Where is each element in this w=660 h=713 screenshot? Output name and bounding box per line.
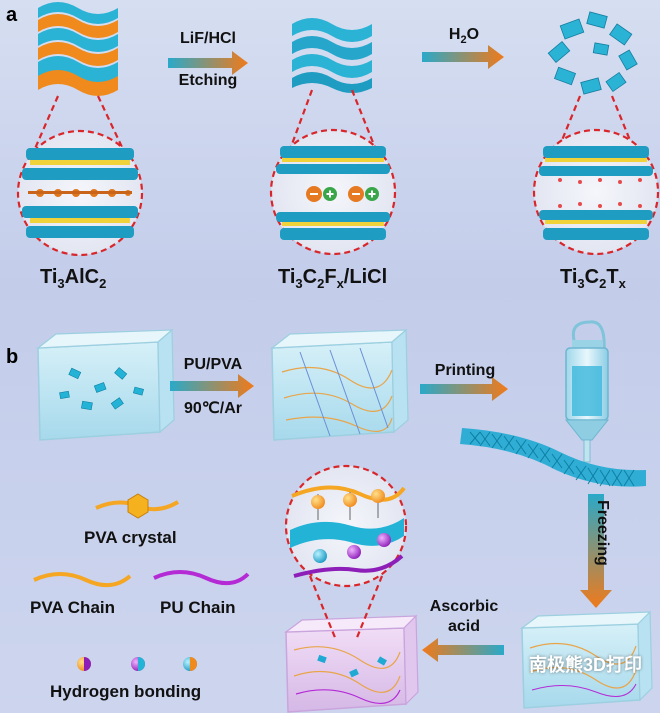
ti3c2tx-flakes xyxy=(547,11,638,95)
legend-pva-chain: PVA Chain xyxy=(30,598,116,617)
etching-process-label: Etching xyxy=(178,72,238,89)
zoom-connectors-b xyxy=(308,575,384,641)
ti3alc2-label: Ti3AlC2 xyxy=(40,266,107,291)
syringe xyxy=(564,320,610,463)
ti3c2fx-licl-label: Ti3C2Fx/LiCl xyxy=(278,266,388,291)
printed-lattice xyxy=(460,428,646,487)
gel-block-frozen xyxy=(520,610,653,709)
gel-block-final xyxy=(284,614,419,713)
freezing-arrow xyxy=(580,494,612,608)
legend-pva-crystal: PVA crystal xyxy=(84,528,177,547)
legend-pu-chain: PU Chain xyxy=(160,598,236,617)
pu-chain-glyph xyxy=(153,570,250,586)
ti3c2tx-label: Ti3C2Tx xyxy=(560,266,626,291)
ti3c2fx-stack xyxy=(292,18,372,93)
zoom-circle-network xyxy=(284,464,408,588)
hydrogen-bond-glyphs xyxy=(77,657,197,671)
printing-label: Printing xyxy=(434,362,496,379)
ti3alc2-stack xyxy=(38,2,118,96)
etching-arrow xyxy=(168,51,248,75)
zoom-circle-ti3alc2 xyxy=(16,129,144,257)
etching-reagent-label: LiF/HCl xyxy=(180,30,236,47)
ion-pair-right xyxy=(348,186,379,202)
panel-label-a: a xyxy=(6,4,18,26)
pupva-arrow xyxy=(170,374,254,398)
pva-chain-glyph xyxy=(33,572,132,588)
ascorbic-label-line1: Ascorbic xyxy=(429,598,499,615)
watermark-text: 南极熊3D打印 xyxy=(528,655,642,675)
water-label: H2O xyxy=(448,26,480,47)
temperature-atmosphere-label: 90℃/Ar xyxy=(184,400,242,417)
freezing-label: Freezing xyxy=(594,500,611,566)
legend-hydrogen-bonding: Hydrogen bonding xyxy=(50,682,202,701)
zoom-circle-ti3c2tx xyxy=(532,128,660,256)
ascorbic-arrow xyxy=(422,638,504,662)
gel-block-1 xyxy=(36,328,175,441)
ascorbic-label-line2: acid xyxy=(447,618,480,635)
panel-label-b: b xyxy=(6,346,19,368)
water-arrow xyxy=(422,45,504,69)
pupva-label: PU/PVA xyxy=(183,356,243,373)
pva-crystal-glyph xyxy=(95,493,180,519)
ion-pair-left xyxy=(306,186,337,202)
printing-arrow xyxy=(420,377,508,401)
gel-block-2 xyxy=(270,328,409,441)
zoom-circle-ti3c2fx xyxy=(269,128,397,256)
